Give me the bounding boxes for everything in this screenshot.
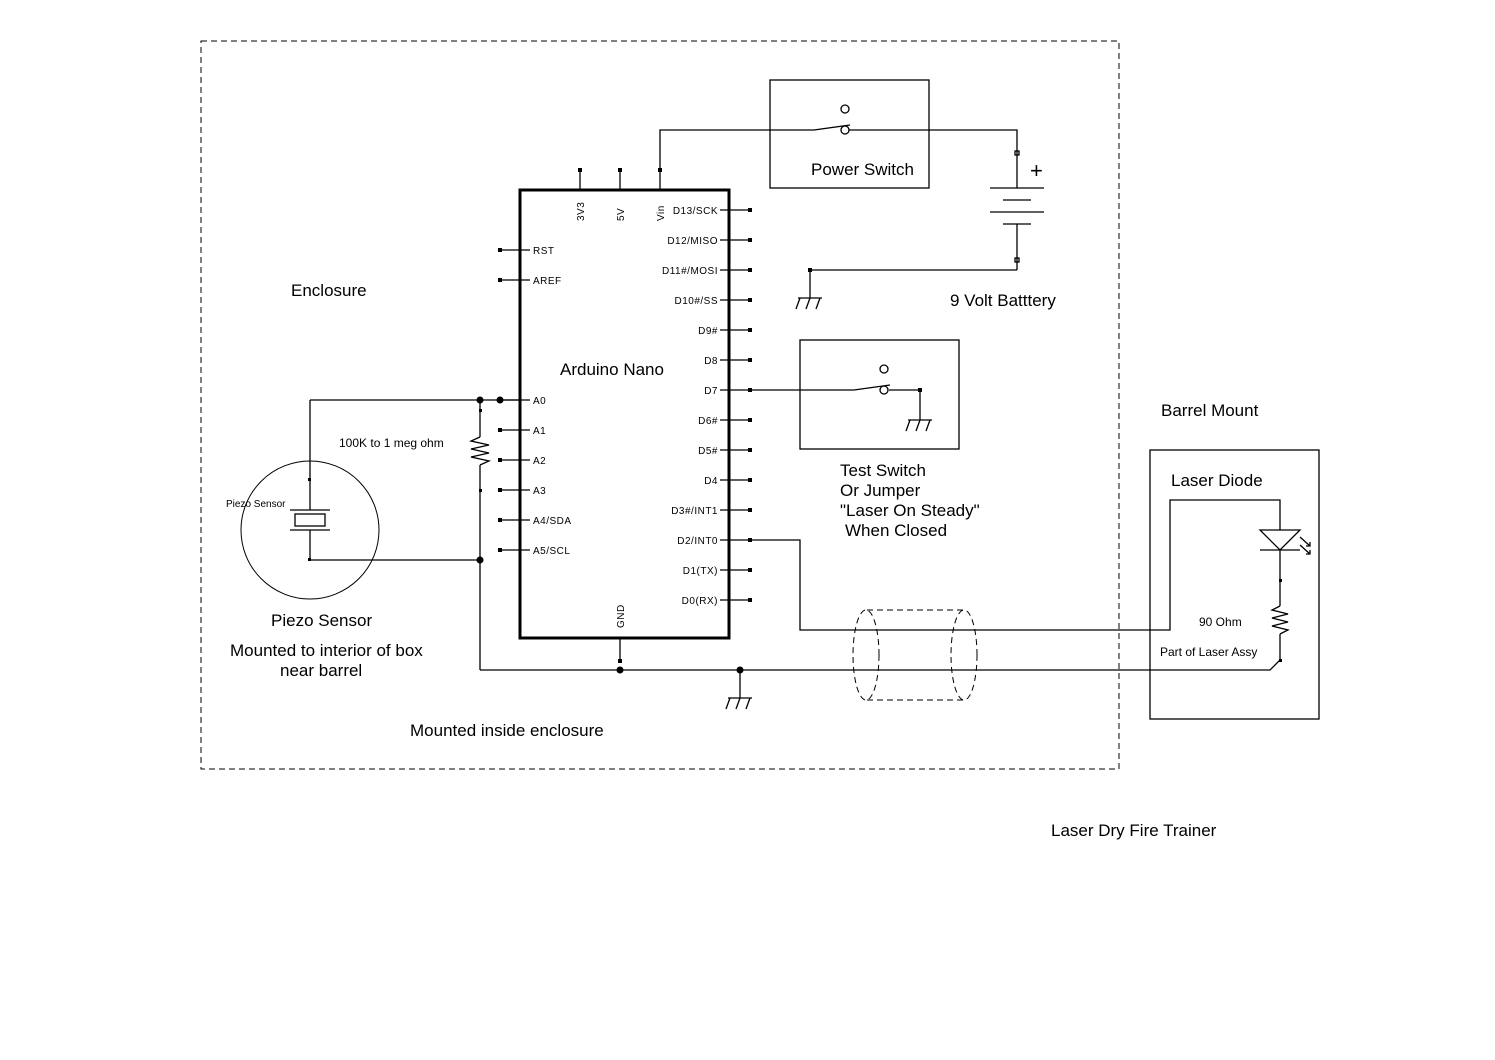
digital-pin: D5# <box>698 446 752 457</box>
analog-pin: A2 <box>498 456 546 467</box>
analog-pin: A3 <box>498 486 546 497</box>
ground-icon <box>905 419 932 432</box>
digital-pin-label: D9# <box>698 326 718 337</box>
d2-signal-wire <box>750 499 1281 631</box>
left-pin-label: AREF <box>533 276 562 287</box>
digital-pin-label: D5# <box>698 446 718 457</box>
analog-pin-label: A3 <box>533 486 546 497</box>
digital-pin: D9# <box>698 326 752 337</box>
digital-pin-label: D7 <box>704 386 718 397</box>
ground-icon <box>795 297 822 310</box>
piezo-symbol-label: Piezo Sensor <box>226 499 286 510</box>
analog-pin: A1 <box>498 426 546 437</box>
analog-pin-label: A0 <box>533 396 546 407</box>
digital-pin: D0(RX) <box>682 596 752 607</box>
top-pin: Vin <box>656 168 667 221</box>
digital-pin-label: D6# <box>698 416 718 427</box>
digital-pin-label: D12/MISO <box>667 236 718 247</box>
analog-pin: A0 <box>500 396 546 407</box>
laser-box <box>1149 449 1320 720</box>
gnd-pin: GND <box>616 604 627 663</box>
digital-pin: D10#/SS <box>674 296 752 307</box>
load-resistor: 100K to 1 meg ohm <box>339 400 492 670</box>
digital-pin-label: D10#/SS <box>674 296 718 307</box>
arduino-nano: Arduino Nano 3V3 5V Vin RST AREF A0A1A2A3A4… <box>498 168 752 663</box>
test-switch-label-1: Test Switch <box>840 461 926 480</box>
power-switch-contact-open <box>840 104 850 114</box>
vin-wire <box>659 129 814 170</box>
test-switch-label-3: "Laser On Steady" <box>840 501 980 520</box>
analog-pin-label: A2 <box>533 456 546 467</box>
digital-pin: D11#/MOSI <box>662 266 752 277</box>
digital-pin: D1(TX) <box>683 566 752 577</box>
digital-pin: D3#/INT1 <box>671 506 752 517</box>
diagram-title: Laser Dry Fire Trainer <box>1051 821 1217 840</box>
power-switch-contact <box>840 125 850 135</box>
left-pin-label: RST <box>533 246 555 257</box>
arduino-name: Arduino Nano <box>560 360 664 379</box>
battery-label: 9 Volt Batttery <box>950 291 1056 310</box>
barrel-mount-label: Barrel Mount <box>1161 401 1259 420</box>
digital-pin: D8 <box>704 356 752 367</box>
enclosure-boundary <box>200 40 1120 770</box>
digital-pin: D4 <box>704 476 752 487</box>
analog-pin: A4/SDA <box>498 516 572 527</box>
battery: + 9 Volt Batttery <box>950 150 1056 310</box>
arduino-body <box>518 188 731 640</box>
test-switch: Test Switch Or Jumper "Laser On Steady" … <box>799 339 980 540</box>
test-switch-contact-open <box>879 364 889 374</box>
battery-plus-sign: + <box>1030 158 1043 183</box>
digital-pin-label: D8 <box>704 356 718 367</box>
digital-pin-label: D11#/MOSI <box>662 266 718 277</box>
mounted-inside-label: Mounted inside enclosure <box>410 721 604 740</box>
digital-pin-label: D13/SCK <box>673 206 718 217</box>
laser-assembly: Laser Diode 90 Ohm Part of Laser Assy <box>1149 449 1320 720</box>
analog-pin-label: A4/SDA <box>533 516 572 527</box>
piezo-label: Piezo Sensor <box>271 611 372 630</box>
digital-pin-label: D4 <box>704 476 718 487</box>
analog-pin-label: A5/SCL <box>533 546 570 557</box>
power-switch-box <box>769 79 930 189</box>
test-switch-label-4: When Closed <box>845 521 947 540</box>
analog-pin: A5/SCL <box>498 546 570 557</box>
digital-pin: D12/MISO <box>667 236 752 247</box>
power-switch: Power Switch <box>769 79 930 189</box>
power-switch-lever <box>813 124 851 131</box>
piezo-note-2: near barrel <box>280 661 362 680</box>
digital-pin-label: D3#/INT1 <box>671 506 718 517</box>
laser-diode-icon <box>1258 529 1311 555</box>
test-switch-label-2: Or Jumper <box>840 481 921 500</box>
laser-label: Laser Diode <box>1171 471 1263 490</box>
top-pin: 3V3 <box>576 168 587 221</box>
laser-assy-label: Part of Laser Assy <box>1160 645 1257 659</box>
power-switch-label: Power Switch <box>811 160 914 179</box>
digital-pin: D6# <box>698 416 752 427</box>
top-pin: 5V <box>616 168 627 221</box>
piezo-note-1: Mounted to interior of box <box>230 641 423 660</box>
switch-to-battery-wire <box>849 129 1018 188</box>
digital-pin: D2/INT0 <box>677 536 752 547</box>
left-pin: AREF <box>498 276 562 287</box>
enclosure-label: Enclosure <box>291 281 367 300</box>
top-pin-label: Vin <box>656 205 667 221</box>
gnd-pin-label: GND <box>616 604 627 628</box>
test-switch-contact <box>879 385 889 395</box>
digital-pin-label: D2/INT0 <box>677 536 718 547</box>
top-pin-label: 3V3 <box>576 202 587 221</box>
left-pin: RST <box>498 246 555 257</box>
analog-pin-label: A1 <box>533 426 546 437</box>
digital-pin-label: D1(TX) <box>683 566 718 577</box>
piezo-sensor: Piezo Sensor Piezo Sensor Mounted to int… <box>226 400 423 680</box>
digital-pin: D13/SCK <box>673 206 752 217</box>
ground-icon <box>725 697 752 710</box>
laser-resistor-label: 90 Ohm <box>1199 615 1242 629</box>
test-switch-box <box>799 339 960 450</box>
top-pin-label: 5V <box>616 208 627 221</box>
digital-pin-label: D0(RX) <box>682 596 718 607</box>
ground-bus <box>480 659 1281 671</box>
load-resistor-label: 100K to 1 meg ohm <box>339 436 444 450</box>
shielded-cable <box>852 609 978 701</box>
laser-resistor <box>1270 605 1290 635</box>
